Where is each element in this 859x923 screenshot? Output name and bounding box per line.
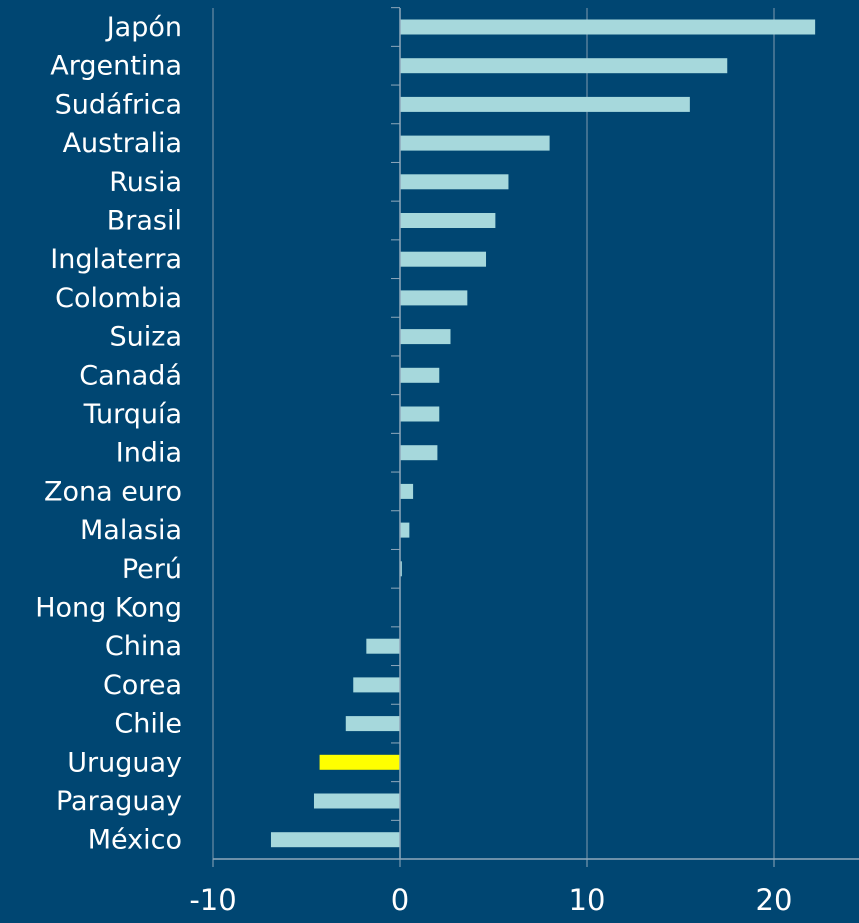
bar-zona-euro xyxy=(400,483,414,499)
bar-india xyxy=(400,445,438,461)
category-label-corea: Corea xyxy=(103,670,182,701)
category-label-zona-euro: Zona euro xyxy=(44,476,182,507)
category-label-australia: Australia xyxy=(63,128,182,159)
bar-china xyxy=(366,638,400,654)
category-label-japón: Japón xyxy=(105,12,182,43)
bar-sudáfrica xyxy=(400,96,690,112)
bar-australia xyxy=(400,135,550,151)
bar-rusia xyxy=(400,174,509,190)
category-label-inglaterra: Inglaterra xyxy=(50,244,182,275)
bar-inglaterra xyxy=(400,251,487,267)
category-label-uruguay: Uruguay xyxy=(67,747,182,778)
x-tick-labels: -10 0 10 20 xyxy=(189,883,792,917)
x-tick-label-10: 10 xyxy=(569,883,606,917)
category-label-brasil: Brasil xyxy=(107,206,182,237)
bar-méxico xyxy=(270,832,400,848)
x-tick-label--10: -10 xyxy=(189,883,236,917)
x-tick-label-0: 0 xyxy=(391,883,409,917)
bar-canadá xyxy=(400,367,440,383)
category-label-chile: Chile xyxy=(114,709,182,740)
category-label-paraguay: Paraguay xyxy=(56,786,182,817)
category-label-india: India xyxy=(116,438,182,469)
bar-brasil xyxy=(400,213,496,228)
bar-chile xyxy=(345,716,400,732)
bar-paraguay xyxy=(313,793,400,809)
category-label-malasia: Malasia xyxy=(80,515,182,546)
bar-argentina xyxy=(400,58,728,74)
bars xyxy=(270,19,816,848)
category-label-perú: Perú xyxy=(122,554,182,585)
bar-suiza xyxy=(400,329,451,345)
category-label-china: China xyxy=(105,631,182,662)
bar-turquía xyxy=(400,406,440,422)
category-label-méxico: México xyxy=(88,825,182,856)
bar-uruguay xyxy=(319,754,400,770)
bar-malasia xyxy=(400,522,410,538)
bar-colombia xyxy=(400,290,468,306)
category-label-canadá: Canadá xyxy=(79,360,182,391)
x-tick-label-20: 20 xyxy=(756,883,793,917)
category-label-hong-kong: Hong Kong xyxy=(35,593,182,624)
category-labels: JapónArgentinaSudáfricaAustraliaRusiaBra… xyxy=(35,12,182,856)
category-label-argentina: Argentina xyxy=(50,51,182,82)
category-label-rusia: Rusia xyxy=(109,167,182,198)
category-label-turquía: Turquía xyxy=(83,399,182,430)
category-label-suiza: Suiza xyxy=(110,322,182,353)
bar-japón xyxy=(400,19,816,35)
bar-corea xyxy=(353,677,400,693)
category-label-sudáfrica: Sudáfrica xyxy=(55,89,182,120)
bar-perú xyxy=(400,561,402,577)
axes xyxy=(212,7,859,867)
category-label-colombia: Colombia xyxy=(55,283,182,314)
